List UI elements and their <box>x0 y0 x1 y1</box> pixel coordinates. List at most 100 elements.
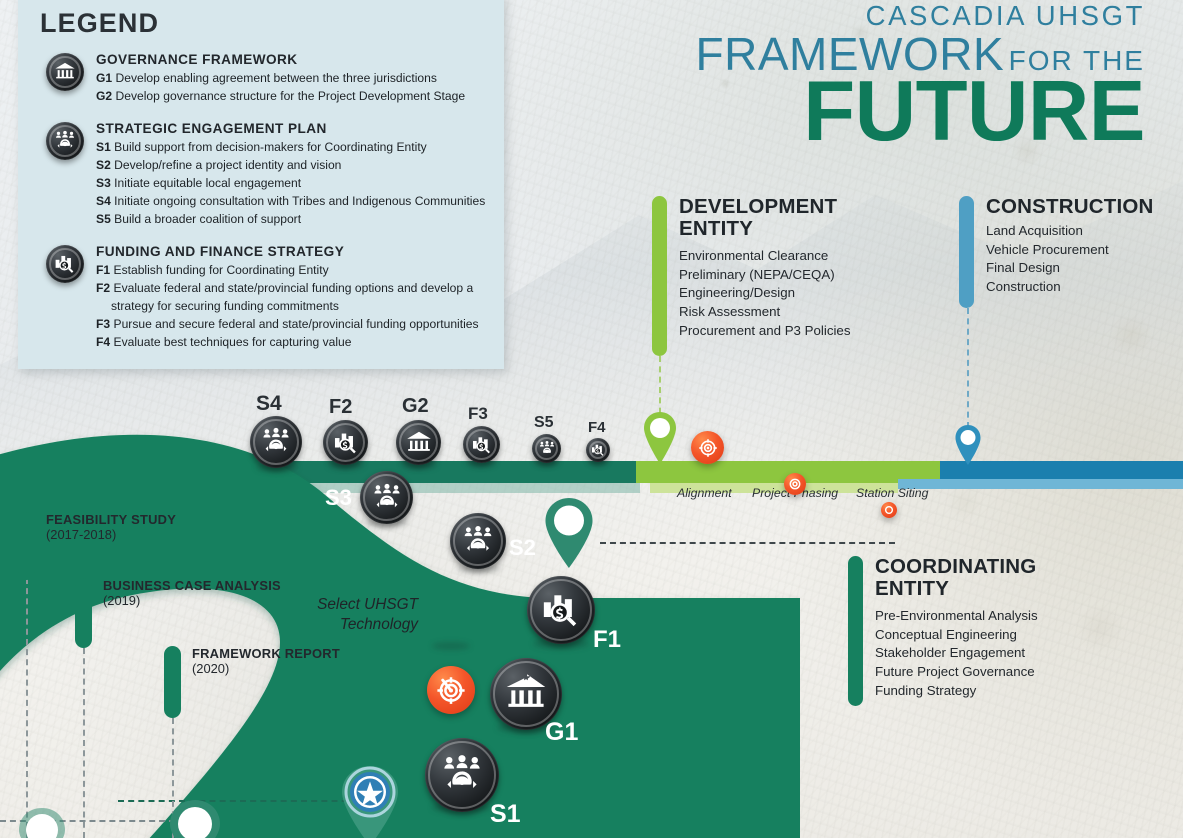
framework-report-connector <box>172 718 174 838</box>
milestone-F3[interactable]: F3 <box>463 404 500 468</box>
phase-item: Vehicle Procurement <box>986 241 1109 257</box>
milestone-G2[interactable]: G2 <box>396 395 441 470</box>
headline-line1: CASCADIA UHSGT <box>865 0 1145 31</box>
engagement-icon <box>425 738 499 812</box>
project-road-path <box>0 430 800 838</box>
lime-band-shadow <box>650 483 898 493</box>
milestone-S3[interactable]: S3 <box>325 471 413 529</box>
phase-development-entity: DEVELOPMENT ENTITY Environmental Clearan… <box>652 196 952 356</box>
legend-item-code: G2 <box>96 89 113 104</box>
phase-item: Engineering/Design <box>679 285 796 301</box>
milestone-label: S2 <box>509 535 536 560</box>
phase-item: Risk Assessment <box>679 304 781 320</box>
legend-item-code: F3 <box>96 317 111 332</box>
report-title: BUSINESS CASE ANALYSIS <box>103 578 281 593</box>
construction-connector <box>967 308 969 428</box>
phase-item: Stakeholder Engagement <box>875 645 1026 661</box>
report-business-case-analysis: BUSINESS CASE ANALYSIS (2019) <box>75 578 281 648</box>
legend-item-code: S5 <box>96 212 111 227</box>
milestone-label: S1 <box>490 800 521 828</box>
legend-item: S1 Build support from decision-makers fo… <box>96 138 492 156</box>
coordinating-entity-pill <box>848 556 863 706</box>
report-pill <box>18 512 35 580</box>
phase-item: Funding Strategy <box>875 682 977 698</box>
milestone-G1[interactable]: G1 <box>490 658 578 746</box>
legend-item-text: Evaluate best techniques for capturing v… <box>113 335 352 350</box>
milestone-label: S5 <box>534 414 554 431</box>
milestone-S1[interactable]: S1 <box>425 738 521 828</box>
legend-item-text: Evaluate federal and state/provincial fu… <box>113 281 474 296</box>
legend-panel: LEGEND GOVERNANCE FRAMEWORK G1 Develop e… <box>18 0 504 369</box>
milestone-label: F1 <box>593 626 622 653</box>
phase-item: Final Design <box>986 260 1060 276</box>
milestone-F2[interactable]: F2 <box>323 396 368 470</box>
legend-item: F4 Evaluate best techniques for capturin… <box>96 333 492 351</box>
select-technology-target-icon[interactable] <box>427 666 475 714</box>
milestone-F4[interactable]: F4 <box>586 419 610 467</box>
bottom-connector <box>118 800 368 802</box>
legend-item-text-cont: strategy for securing funding commitment… <box>111 299 339 314</box>
legend-item-code: S2 <box>96 158 111 173</box>
blue-construction-band <box>940 461 1183 479</box>
headline-line2: FRAMEWORK FOR THE <box>625 31 1145 77</box>
milestone-label: S3 <box>325 485 352 510</box>
legend-item: G1 Develop enabling agreement between th… <box>96 69 492 87</box>
legend-group-governance: GOVERNANCE FRAMEWORK G1 Develop enabling… <box>18 52 504 105</box>
white-circle-marker-a <box>168 800 222 838</box>
phase-item: Procurement and P3 Policies <box>679 322 851 338</box>
report-pill <box>75 578 92 648</box>
star-map-pin <box>340 766 400 838</box>
legend-item-text: Develop governance structure for the Pro… <box>115 89 466 104</box>
phase-item: Pre-Environmental Analysis <box>875 607 1038 623</box>
select-technology-line2: Technology <box>339 616 418 634</box>
legend-item: G2 Develop governance structure for the … <box>96 87 492 105</box>
report-years: (2020) <box>192 661 230 676</box>
engagement-icon <box>532 434 561 463</box>
phase-item: Preliminary (NEPA/CEQA) <box>679 266 835 282</box>
milestone-label: S4 <box>256 392 282 415</box>
legend-item: F1 Establish funding for Coordinating En… <box>96 261 492 279</box>
phase-item-list: Land Acquisition Vehicle Procurement Fin… <box>986 222 1183 297</box>
legend-item-text: Establish funding for Coordinating Entit… <box>113 263 329 278</box>
milestone-label: F3 <box>468 404 488 423</box>
milestone-S5[interactable]: S5 <box>532 414 561 468</box>
legend-item: F3 Pursue and secure federal and state/p… <box>96 315 492 333</box>
white-circle-marker-b <box>18 808 66 838</box>
milestone-S4[interactable]: S4 <box>250 392 302 473</box>
legend-item-text: Pursue and secure federal and state/prov… <box>113 317 479 332</box>
milestone-S2[interactable]: S2 <box>450 513 536 574</box>
business-case-connector <box>83 648 85 838</box>
badge-shadow <box>328 461 364 469</box>
legend-item-text: Build support from decision-makers for C… <box>114 140 427 155</box>
legend-group-title: FUNDING AND FINANCE STRATEGY <box>96 244 345 260</box>
coordinating-entity-map-pin <box>545 498 593 573</box>
construction-map-pin <box>955 425 981 470</box>
legend-item-code: S1 <box>96 140 111 155</box>
teal-band-shadow <box>0 483 640 493</box>
badge-shadow <box>466 460 496 467</box>
milestone-label: F2 <box>329 396 353 418</box>
phase-item: Conceptual Engineering <box>875 626 1017 642</box>
funding-icon <box>463 426 500 463</box>
legend-item-code: S3 <box>96 176 111 191</box>
legend-item-code: F1 <box>96 263 111 278</box>
phase-title-line2: ENTITY <box>875 576 950 600</box>
report-title: FEASIBILITY STUDY <box>46 512 177 527</box>
phase-item: Environmental Clearance <box>679 247 829 263</box>
alignment-target-icon <box>691 431 724 464</box>
legend-group-title: GOVERNANCE FRAMEWORK <box>96 52 298 67</box>
funding-icon <box>46 245 84 288</box>
milestone-F1[interactable]: F1 <box>527 576 621 653</box>
coordinating-entity-connector <box>600 542 895 544</box>
select-technology-line1: Select UHSGT <box>317 596 418 613</box>
headline-framework: FRAMEWORK <box>695 28 1005 81</box>
governance-icon <box>396 420 441 465</box>
headline-future: FUTURE <box>803 63 1145 159</box>
badge-shadow <box>534 460 559 466</box>
bottom-connector-2 <box>0 820 175 822</box>
construction-pill <box>959 196 974 308</box>
legend-item: S5 Build a broader coalition of support <box>96 210 492 228</box>
phase-title-line1: CONSTRUCTION <box>986 195 1154 218</box>
legend-item: S4 Initiate ongoing consultation with Tr… <box>96 192 492 210</box>
